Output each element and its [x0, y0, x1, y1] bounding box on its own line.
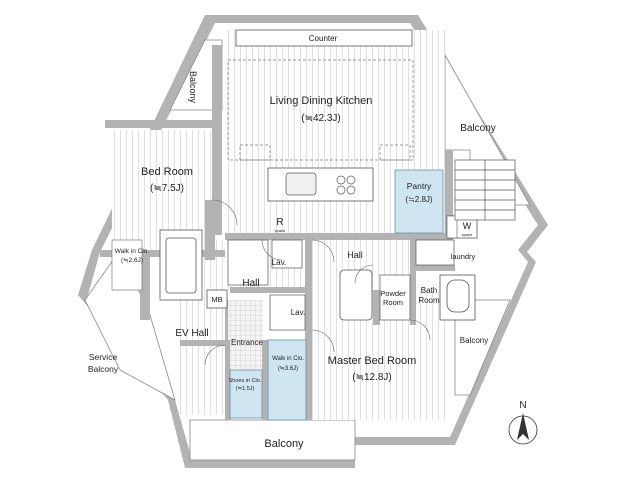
label-service-balcony-1: Service — [89, 352, 118, 362]
counter-block — [235, 29, 413, 47]
walk-in-closet-left — [111, 229, 203, 301]
label-master-bed-size: (≒12.8J) — [352, 372, 392, 383]
label-w-space-sub: space — [462, 232, 473, 237]
label-entrance: Entrance — [231, 338, 264, 347]
label-living-size: (≒42.3J) — [301, 113, 341, 124]
label-balcony-right-top: Balcony — [460, 123, 496, 134]
door-swings — [204, 199, 431, 366]
label-hall-center: Hall — [347, 250, 363, 260]
label-r-space: R — [276, 217, 283, 228]
lav-lower — [269, 294, 306, 331]
label-living: Living Dining Kitchen — [270, 95, 373, 107]
label-bath-room-1: Bath — [421, 286, 437, 295]
mb-box — [206, 289, 228, 309]
label-master-bed: Master Bed Room — [328, 355, 417, 367]
label-mb: MB — [211, 295, 222, 304]
label-laundry: laundry — [451, 252, 476, 261]
label-powder-room-2: Room — [383, 298, 403, 307]
kitchen-island — [267, 167, 374, 202]
label-walk-in-clo-left: Walk in Clo. — [115, 248, 150, 255]
label-walk-in-clo-left-size: (≒2.6J) — [121, 257, 143, 264]
entrance-floor — [228, 300, 263, 370]
label-r-space-sub: space — [275, 228, 286, 233]
north-arrow — [508, 413, 538, 445]
stairs — [454, 159, 516, 221]
label-service-balcony-2: Balcony — [88, 364, 119, 374]
label-hall-left: Hall — [242, 278, 259, 289]
room-labels: Counter Balcony Living Dining Kitchen (≒… — [88, 34, 527, 450]
label-ev-hall: EV Hall — [175, 328, 208, 339]
label-walk-in-clo-center: Walk in Clo. — [272, 356, 304, 362]
pantry — [394, 169, 444, 234]
lav-upper — [227, 239, 303, 286]
label-bed-room-size: (≒7.5J) — [150, 183, 184, 194]
label-balcony-bottom: Balcony — [264, 438, 304, 450]
label-pantry-size: (≒2.8J) — [405, 195, 432, 204]
label-bath-room-2: Room — [418, 296, 440, 305]
label-balcony-left: Balcony — [188, 71, 198, 104]
label-shoes-in-clo-size: (≒1.5J) — [236, 386, 255, 392]
label-balcony-right-bottom: Balcony — [460, 336, 488, 345]
label-walk-in-clo-center-size: (≒3.6J) — [278, 366, 298, 372]
label-north: N — [519, 400, 526, 411]
label-lav-lower: Lav. — [291, 308, 306, 317]
label-counter: Counter — [309, 34, 338, 43]
walk-in-closet-center — [229, 339, 307, 421]
label-w-space: W — [463, 221, 472, 231]
label-pantry: Pantry — [407, 181, 432, 191]
overhead-dashes — [227, 59, 414, 161]
powder-bath — [339, 269, 476, 321]
label-bed-room: Bed Room — [141, 166, 193, 178]
label-lav-upper: Lav. — [272, 258, 287, 267]
label-powder-room-1: Powder — [380, 289, 406, 298]
label-shoes-in-clo: Shoes in Clo. — [229, 378, 262, 384]
